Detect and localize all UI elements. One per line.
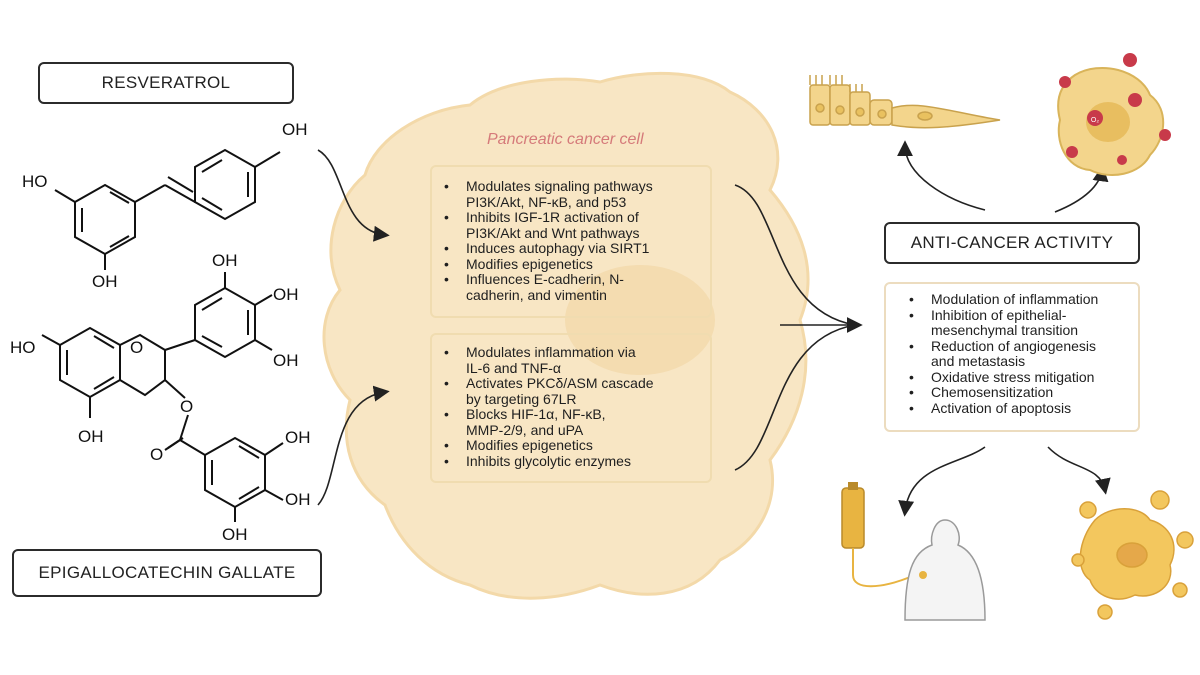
activity-item-cont: and metastasis: [931, 353, 1138, 370]
effect-item-text: IL-6 and TNF-α: [466, 359, 561, 376]
resveratrol-structure: [54, 148, 281, 270]
activity-item: Activation of apoptosis: [909, 400, 1138, 417]
arrow-lower-converge: [734, 324, 856, 471]
egcg-atom-labels: HO O OH OH OH OH O O OH OH OH: [10, 251, 311, 544]
activity-item: Inhibition of epithelial-: [909, 307, 1138, 324]
arrow-upper-converge: [734, 184, 856, 326]
egcg-effects-list: Modulates inflammation via IL-6 and TNF-…: [432, 344, 710, 470]
effect-item-text: by targeting 67LR: [466, 390, 577, 407]
arrow-to-ros: [1054, 165, 1109, 213]
effect-item-text: PI3K/Akt and Wnt pathways: [466, 224, 640, 241]
effect-item-cont: cadherin, and vimentin: [466, 286, 710, 304]
effect-item-text: MMP-2/9, and uPA: [466, 421, 584, 438]
egcg-oh-2: OH: [78, 427, 104, 446]
arrow-to-chemo: [898, 446, 986, 517]
activity-item: Modulation of inflammation: [909, 291, 1138, 308]
egcg-structure: [41, 272, 284, 522]
activity-item-text: mesenchymal transition: [931, 322, 1079, 338]
effect-item-cont: PI3K/Akt and Wnt pathways: [466, 224, 710, 242]
effect-item-cont: by targeting 67LR: [466, 390, 710, 408]
svg-text:O₂: O₂: [1091, 117, 1099, 124]
egcg-oh-7: OH: [285, 490, 311, 509]
activity-item: Chemosensitization: [909, 384, 1138, 401]
egcg-oh-4: OH: [273, 285, 299, 304]
resveratrol-effects-list: Modulates signaling pathways PI3K/Akt, N…: [432, 178, 710, 304]
effect-item: Induces autophagy via SIRT1: [444, 240, 710, 257]
effect-item-cont: MMP-2/9, and uPA: [466, 421, 710, 439]
egcg-label: EPIGALLOCATECHIN GALLATE: [12, 549, 322, 597]
egcg-ester-o: O: [180, 397, 193, 416]
resveratrol-label: RESVERATROL: [38, 62, 294, 104]
egcg-oh-3: OH: [212, 251, 238, 270]
activity-title: ANTI-CANCER ACTIVITY: [884, 222, 1140, 264]
cell-title: Pancreatic cancer cell: [487, 131, 644, 148]
epithelial-cells-icon: [809, 75, 1001, 129]
egcg-oh-8: OH: [222, 525, 248, 544]
effect-item: Inhibits glycolytic enzymes: [444, 453, 710, 470]
effect-item: Activates PKCδ/ASM cascade: [444, 375, 710, 392]
chemical-structures: HO OH OH: [10, 120, 311, 544]
effect-item: Modifies epigenetics: [444, 437, 710, 454]
activity-item-cont: mesenchymal transition: [931, 322, 1138, 339]
egcg-ho-1: HO: [10, 338, 36, 357]
activity-item-text: and metastasis: [931, 353, 1026, 369]
ros-cancer-cell-icon: O₂: [1057, 53, 1171, 176]
resveratrol-oh-1: HO: [22, 172, 48, 191]
egcg-oh-6: OH: [285, 428, 311, 447]
egcg-carbonyl-o: O: [150, 445, 163, 464]
effect-item-text: cadherin, and vimentin: [466, 286, 607, 303]
effect-item: Modulates signaling pathways: [444, 178, 710, 195]
egcg-effects-panel: Modulates inflammation via IL-6 and TNF-…: [430, 333, 712, 483]
effect-item-text: PI3K/Akt, NF-κB, and p53: [466, 193, 627, 210]
apoptotic-cell-icon: [1071, 490, 1194, 620]
arrow-to-emt: [897, 140, 986, 211]
activity-list: Modulation of inflammation Inhibition of…: [886, 291, 1138, 417]
arrow-egcg: [317, 385, 390, 506]
egcg-ring-o: O: [130, 338, 143, 357]
effect-item: Blocks HIF-1α, NF-κB,: [444, 406, 710, 423]
effect-item-cont: IL-6 and TNF-α: [466, 359, 710, 377]
egcg-oh-5: OH: [273, 351, 299, 370]
resveratrol-oh-2: OH: [92, 272, 118, 291]
resveratrol-oh-3: OH: [282, 120, 308, 139]
resveratrol-effects-panel: Modulates signaling pathways PI3K/Akt, N…: [430, 165, 712, 318]
resveratrol-oh-labels: HO OH OH: [22, 120, 308, 291]
arrow-to-apoptosis: [1047, 446, 1111, 495]
effect-item: Modulates inflammation via: [444, 344, 710, 361]
activity-item: Oxidative stress mitigation: [909, 369, 1138, 386]
effect-item-cont: PI3K/Akt, NF-κB, and p53: [466, 193, 710, 211]
activity-panel: Modulation of inflammation Inhibition of…: [884, 282, 1140, 432]
activity-item: Reduction of angiogenesis: [909, 338, 1138, 355]
iv-chemotherapy-patient-icon: [841, 482, 986, 621]
effect-item: Influences E-cadherin, N-: [444, 271, 710, 288]
effect-item: Modifies epigenetics: [444, 256, 710, 273]
arrow-resveratrol: [317, 149, 390, 242]
effect-item: Inhibits IGF-1R activation of: [444, 209, 710, 226]
